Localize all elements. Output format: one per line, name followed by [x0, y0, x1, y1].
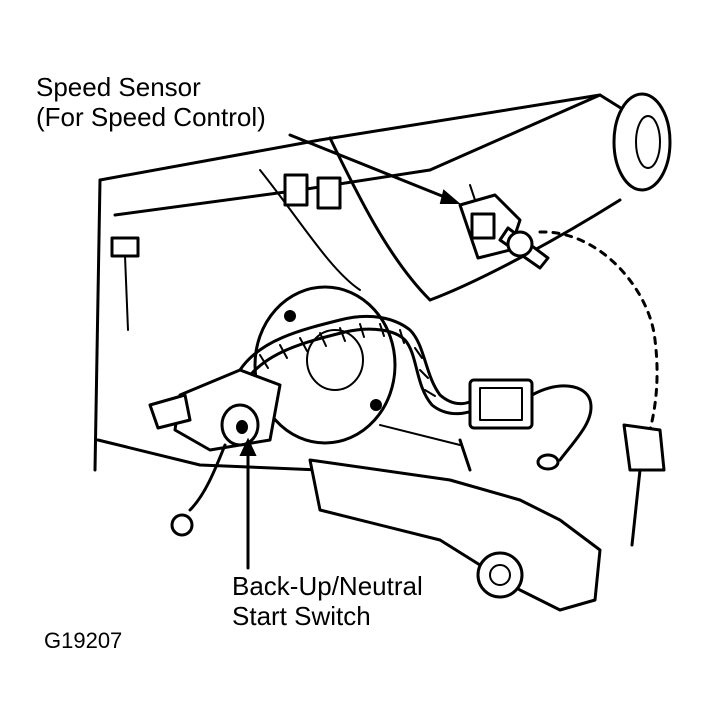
speed-sensor-label-line1: Speed Sensor	[36, 72, 201, 102]
crossmember-mount	[308, 424, 602, 612]
speed-sensor-label: Speed Sensor (For Speed Control)	[36, 72, 266, 132]
switch-leader	[239, 437, 257, 570]
remote-connector	[622, 423, 666, 547]
neutral-start-switch	[148, 368, 282, 537]
speed-sensor-label-line2: (For Speed Control)	[36, 102, 266, 132]
switch-label: Back-Up/Neutral Start Switch	[232, 571, 423, 631]
wiring-harness	[238, 314, 484, 416]
switch-label-line1: Back-Up/Neutral	[232, 571, 423, 601]
switch-label-line2: Start Switch	[232, 601, 371, 631]
case-details-left	[110, 173, 342, 331]
harness-connector	[468, 378, 593, 471]
figure-code: G19207	[44, 628, 123, 653]
extension-housing	[428, 92, 672, 302]
speed-sensor-leader	[288, 133, 461, 204]
speed-sensor	[458, 193, 659, 432]
valve-body-housing	[253, 285, 397, 445]
